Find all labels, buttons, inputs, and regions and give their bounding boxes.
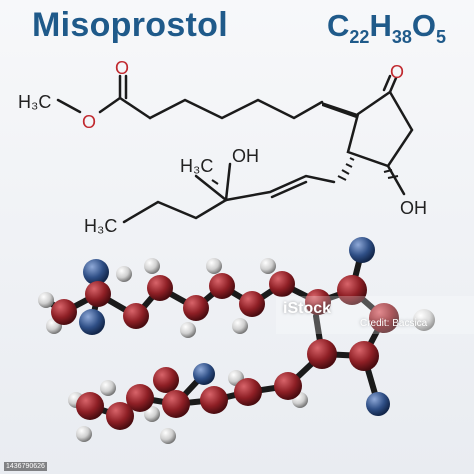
- watermark-credit: Credit: Bacsica: [360, 318, 428, 329]
- ch3-branch-label: H₃C: [180, 156, 213, 176]
- h3c-ester-label: H₃C: [18, 92, 51, 112]
- ester-oxygen-label: O: [82, 112, 96, 132]
- h3c-tail-label: H₃C: [84, 216, 117, 236]
- ketone-oxygen-label: O: [390, 62, 404, 82]
- oh-branch-label: OH: [232, 146, 259, 166]
- oh-ring-label: OH: [400, 198, 427, 218]
- watermark-logo: iStock: [283, 300, 332, 317]
- molecule-title: Misoprostol: [32, 6, 228, 44]
- ball-and-stick-model: [38, 237, 435, 444]
- skeletal-bonds: [56, 74, 414, 224]
- carbonyl-oxygen-label: O: [115, 58, 129, 78]
- stock-id-label: 1436790626: [4, 462, 47, 471]
- watermark-band: [276, 296, 474, 334]
- molecular-formula: C22H38O5: [327, 8, 446, 47]
- hashed-bonds: [211, 157, 399, 185]
- wedge-bond: [322, 102, 358, 118]
